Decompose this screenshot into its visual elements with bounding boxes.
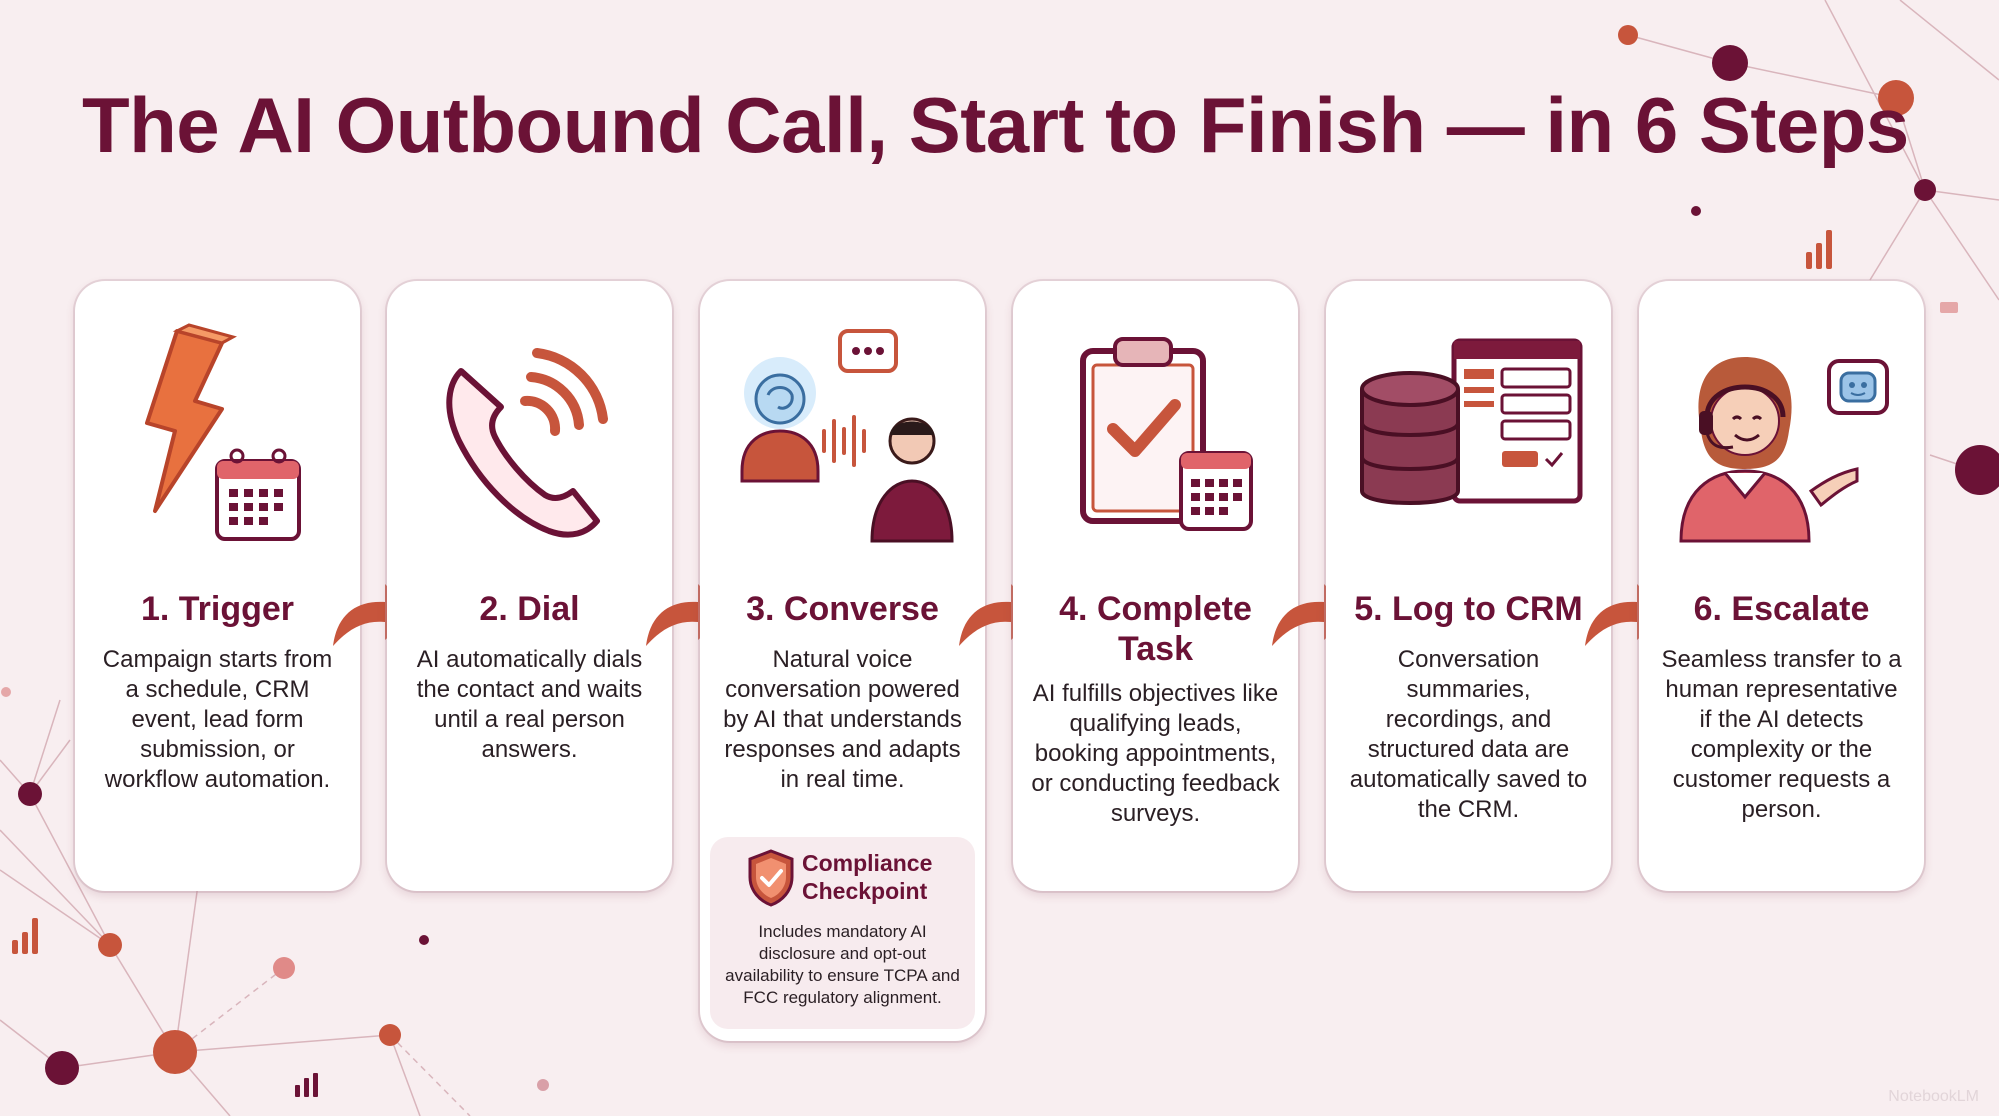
step-title: 3. Converse (746, 590, 939, 628)
step-card-log-to-crm: 5. Log to CRM Conversation summaries, re… (1326, 281, 1611, 891)
step-card-dial: 2. Dial AI automatically dials the conta… (387, 281, 672, 891)
step-description: Campaign starts from a schedule, CRM eve… (102, 646, 333, 793)
database-crm-window-icon (1360, 338, 1583, 505)
watermark: NotebookLM (1888, 1088, 1979, 1105)
phone-ringing-icon (446, 348, 608, 538)
compliance-title: Compliance Checkpoint (802, 850, 933, 904)
step-title: 1. Trigger (140, 590, 295, 628)
step-description: AI fulfills objectives like qualifying l… (1031, 680, 1280, 827)
step-description: Natural voice conversation powered by AI… (723, 646, 962, 793)
page-title: The AI Outbound Call, Start to Finish — … (82, 81, 1909, 169)
clipboard-check-calendar-icon (1080, 337, 1253, 531)
step-description: AI automatically dials the contact and w… (416, 646, 643, 763)
shield-check-icon (748, 849, 794, 907)
human-agent-headset-icon (1679, 357, 1889, 543)
compliance-description: Includes mandatory AI disclosure and opt… (725, 922, 960, 1007)
step-title: 2. Dial (479, 590, 580, 628)
step-card-complete-task: 4. Complete Task AI fulfills objectives … (1013, 281, 1298, 891)
step-title: 4. Complete Task (1059, 590, 1252, 668)
step-card-converse: 3. Converse Natural voice conversation p… (700, 281, 985, 1041)
step-card-escalate: 6. Escalate Seamless transfer to a human… (1639, 281, 1924, 891)
compliance-checkpoint: Compliance Checkpoint Includes mandatory… (710, 837, 975, 1029)
step-title: 6. Escalate (1693, 590, 1870, 628)
lightning-calendar-icon (145, 323, 301, 541)
step-card-trigger: 1. Trigger Campaign starts from a schedu… (75, 281, 360, 891)
ai-voice-conversation-icon (740, 329, 954, 543)
step-description: Seamless transfer to a human representat… (1661, 646, 1902, 823)
step-title: 5. Log to CRM (1354, 590, 1583, 628)
step-description: Conversation summaries, recordings, and … (1349, 646, 1588, 823)
